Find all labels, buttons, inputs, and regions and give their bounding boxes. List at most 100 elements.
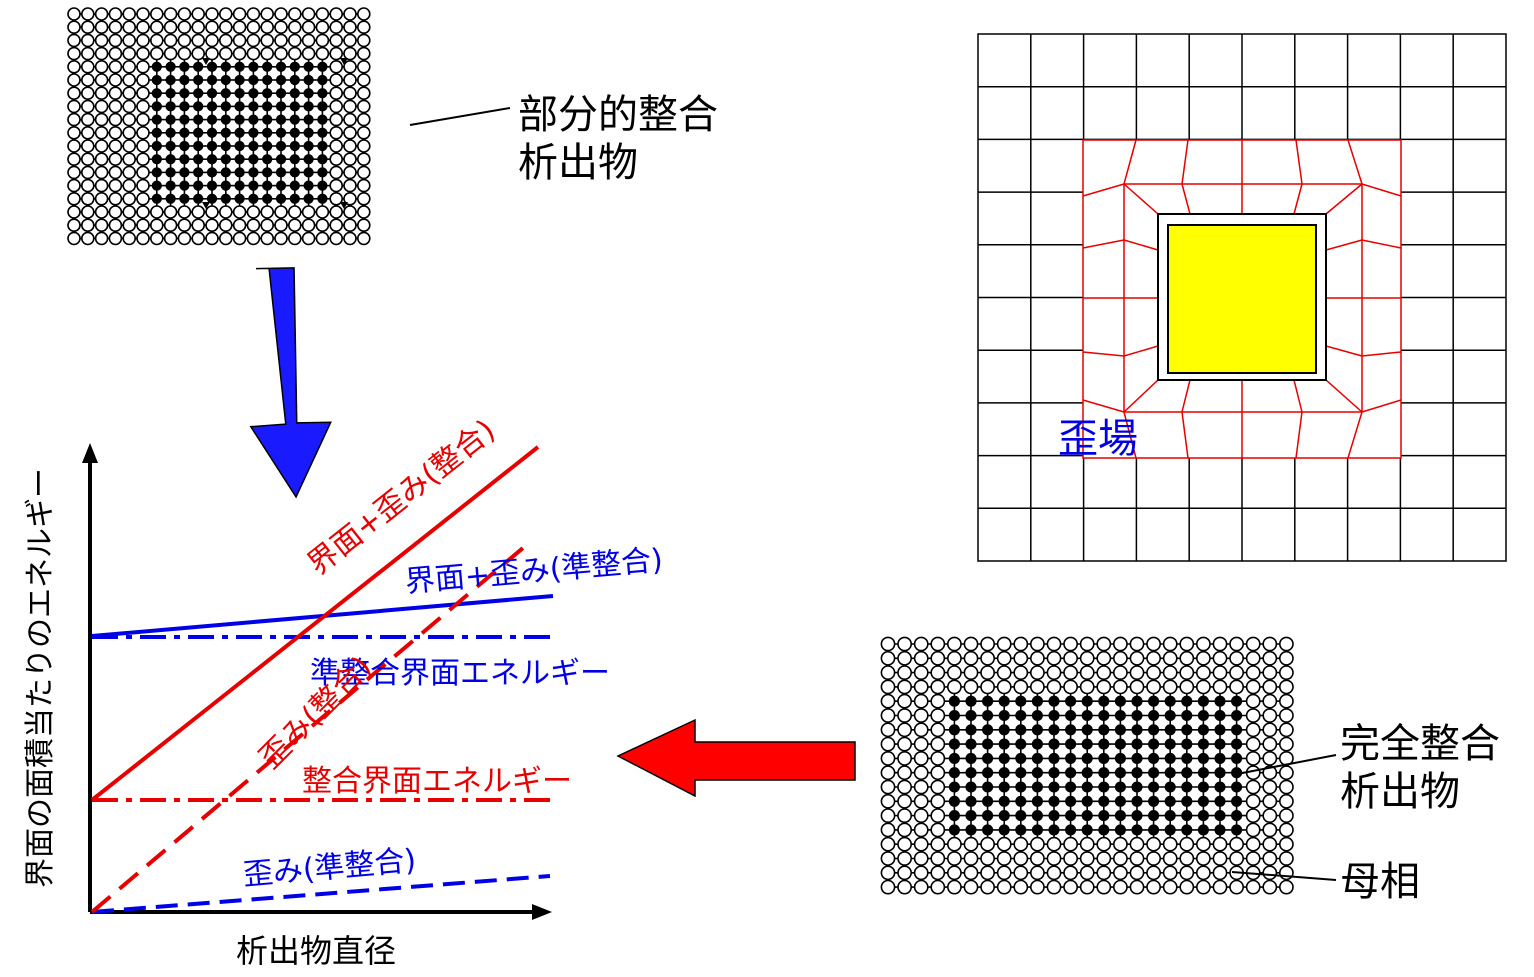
matrix-atom: [930, 836, 946, 852]
precipitate-atom: [220, 61, 231, 72]
precipitate-atom: [948, 695, 960, 707]
matrix-atom: [301, 20, 316, 35]
precipitate-atom: [1131, 795, 1143, 807]
precipitate-atom: [179, 114, 190, 125]
matrix-atom: [122, 33, 136, 48]
precipitate-atom: [193, 101, 204, 112]
matrix-atom: [1162, 665, 1178, 680]
precipitate-atom: [289, 114, 300, 125]
strain-mesh-line: [1325, 239, 1363, 251]
matrix-atom: [122, 165, 136, 180]
matrix-atom: [1229, 679, 1244, 695]
precipitate-atom: [275, 101, 287, 112]
precipitate-atom: [998, 795, 1010, 807]
matrix-atom: [260, 46, 275, 61]
precipitate-atom: [1231, 724, 1243, 736]
matrix-atom: [980, 865, 995, 881]
matrix-atom: [191, 46, 205, 61]
precipitate-atom: [998, 724, 1010, 736]
precipitate-atom: [317, 127, 328, 138]
matrix-atom: [94, 218, 109, 232]
matrix-atom: [963, 836, 979, 852]
matrix-atom: [1063, 851, 1078, 866]
matrix-atom: [122, 126, 136, 140]
matrix-atom: [1146, 865, 1161, 881]
matrix-atom: [880, 779, 896, 795]
precipitate-atom: [206, 127, 218, 138]
matrix-atom: [1079, 636, 1095, 652]
matrix-atom: [1279, 808, 1294, 823]
matrix-atom: [219, 7, 233, 21]
precipitate-atom: [1148, 810, 1160, 822]
precipitate-atom: [1131, 824, 1143, 836]
matrix-atom: [1063, 865, 1078, 881]
precipitate-atom: [206, 167, 218, 178]
matrix-atom: [1262, 650, 1278, 666]
matrix-atom: [880, 751, 896, 766]
matrix-atom: [260, 231, 275, 246]
precipitate-atom: [220, 114, 231, 125]
matrix-atom: [219, 205, 233, 219]
matrix-atom: [136, 152, 150, 166]
matrix-atom: [913, 851, 929, 866]
matrix-atom: [205, 46, 219, 61]
precipitate-atom: [220, 101, 231, 112]
precipitate-atom: [179, 140, 190, 152]
matrix-atom: [930, 765, 946, 781]
precipitate-atom: [179, 61, 190, 72]
matrix-atom: [108, 60, 123, 74]
matrix-atom: [1079, 650, 1095, 666]
matrix-atom: [1079, 865, 1095, 881]
precipitate-atom: [1015, 781, 1027, 793]
matrix-atom: [329, 126, 344, 140]
coherent-total-line: [90, 445, 540, 802]
precipitate-atom: [151, 74, 162, 86]
matrix-atom: [205, 218, 219, 232]
matrix-atom: [1162, 836, 1178, 852]
precipitate-atom: [1131, 738, 1143, 750]
precipitate-atom: [998, 752, 1010, 764]
matrix-atom: [81, 99, 95, 114]
matrix-atom: [191, 231, 205, 246]
matrix-atom: [1129, 636, 1145, 652]
matrix-atom: [136, 99, 150, 114]
precipitate-atom: [1114, 709, 1126, 722]
matrix-atom: [1262, 793, 1278, 809]
precipitate-atom: [1098, 824, 1110, 836]
matrix-atom: [1030, 679, 1045, 695]
matrix-atom: [913, 765, 929, 781]
matrix-atom: [1030, 636, 1045, 652]
precipitate-atom: [317, 167, 328, 178]
matrix-atom: [150, 20, 164, 35]
precipitate-atom: [1181, 824, 1193, 836]
matrix-atom: [356, 126, 371, 140]
matrix-atom: [136, 7, 150, 21]
precipitate-atom: [303, 61, 314, 72]
matrix-atom: [177, 33, 192, 48]
matrix-atom: [913, 836, 929, 852]
matrix-atom: [260, 7, 275, 21]
precipitate-atom: [289, 88, 300, 99]
matrix-atom: [1063, 879, 1078, 895]
precipitate-atom: [303, 114, 314, 125]
precipitate-atom: [1098, 709, 1110, 722]
matrix-atom: [356, 165, 371, 180]
matrix-atom: [1129, 865, 1145, 881]
y-axis-label: 界面の面積当たりのエネルギー: [23, 468, 58, 888]
precipitate-atom: [1031, 709, 1043, 722]
matrix-atom: [246, 33, 261, 48]
precipitate-atom: [948, 738, 960, 750]
matrix-atom: [1262, 865, 1278, 881]
precipitate-atom: [1015, 752, 1027, 764]
matrix-atom: [880, 822, 896, 838]
matrix-atom: [980, 679, 995, 695]
precipitate-atom: [965, 795, 977, 807]
strain-field-label: 歪場: [1058, 416, 1138, 462]
precipitate-atom: [1131, 810, 1143, 822]
matrix-atom: [1262, 736, 1278, 752]
precipitate-atom: [948, 795, 960, 807]
matrix-atom: [1262, 879, 1278, 895]
matrix-atom: [1046, 679, 1062, 695]
matrix-atom: [122, 60, 136, 74]
precipitate-atom: [1015, 724, 1027, 736]
